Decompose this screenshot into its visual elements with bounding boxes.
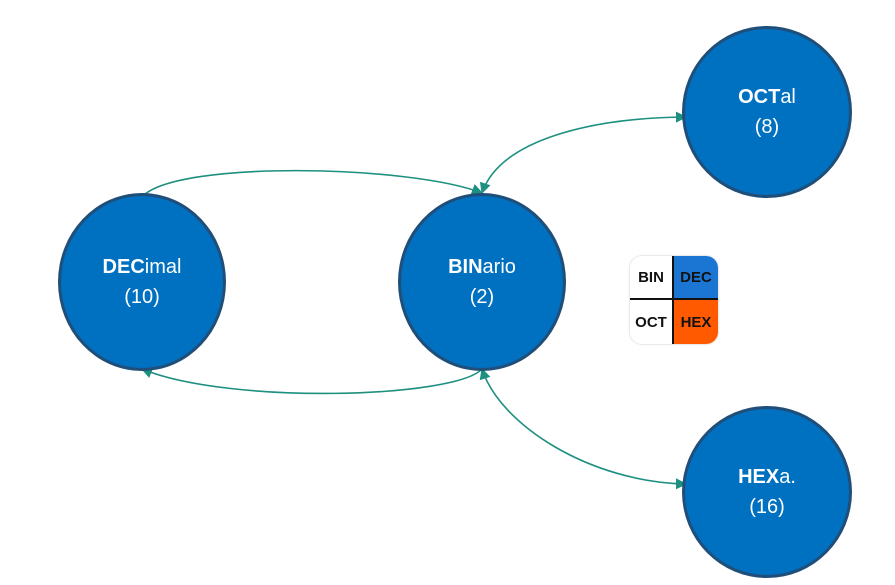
hex-node-name: HEXa.	[738, 462, 796, 492]
decimal-rest: imal	[144, 256, 182, 278]
edge-binary-to-decimal	[140, 367, 483, 395]
octal-node: OCTal (8)	[682, 26, 852, 198]
decimal-node: DECimal (10)	[58, 193, 226, 371]
binary-node: BINario (2)	[398, 193, 566, 371]
app-logo: BIN DEC OCT HEX	[630, 256, 718, 344]
hex-abbr: HEX	[738, 466, 780, 488]
decimal-base: (10)	[124, 286, 160, 308]
logo-hex-cell: HEX	[674, 300, 718, 344]
binary-node-name: BINario	[448, 252, 516, 282]
octal-abbr: OCT	[738, 86, 781, 108]
hex-base: (16)	[749, 496, 785, 518]
edge-binary-octal	[479, 111, 688, 195]
hex-node: HEXa. (16)	[682, 406, 852, 578]
binary-abbr: BIN	[448, 256, 483, 278]
edge-decimal-to-binary	[141, 169, 484, 198]
hex-rest: a.	[779, 466, 796, 488]
logo-oct-cell: OCT	[630, 300, 674, 344]
logo-bin-cell: BIN	[630, 256, 674, 300]
decimal-node-name: DECimal	[103, 252, 182, 282]
octal-node-name: OCTal	[738, 82, 796, 112]
binary-rest: ario	[482, 256, 516, 278]
octal-rest: al	[780, 86, 796, 108]
edge-binary-hex	[479, 367, 688, 490]
decimal-abbr: DEC	[102, 256, 145, 278]
octal-base: (8)	[754, 116, 780, 138]
binary-base: (2)	[469, 286, 495, 308]
logo-dec-cell: DEC	[674, 256, 718, 300]
